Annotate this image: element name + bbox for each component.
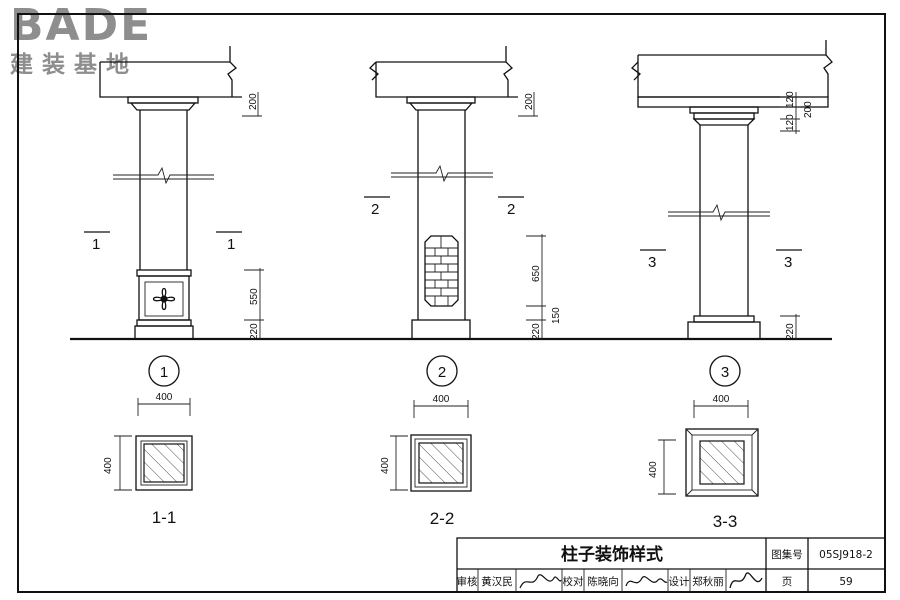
beam-2 <box>375 62 518 98</box>
dim-3-plinth: 220 <box>785 323 796 340</box>
detail-number-1: 1 <box>160 364 168 381</box>
section-mark-2-right: 2 <box>507 201 515 218</box>
section-mark-1-left: 1 <box>92 236 100 253</box>
plan-1-outline <box>135 435 193 491</box>
capital-2 <box>406 96 476 104</box>
design-name: 郑秋丽 <box>692 575 724 588</box>
break-line-2 <box>391 164 493 183</box>
plan-2-2: 400 400 2-2 <box>380 394 472 528</box>
drawing-title: 柱子装饰样式 <box>561 544 663 565</box>
detail-circle-2 <box>426 355 458 387</box>
section-mark-1-right: 1 <box>227 236 235 253</box>
dim-2-plinth: 220 <box>531 323 542 340</box>
designer-signature <box>729 572 763 589</box>
brick-panel-icon <box>424 235 459 307</box>
page-label: 页 <box>782 576 793 588</box>
dim-2-capital: 200 <box>524 93 535 110</box>
review-label: 审核 <box>457 575 478 588</box>
dim-3-upper: 120 <box>785 91 796 108</box>
dim-1-plinth: 220 <box>249 323 260 340</box>
atlas-number: 05SJ918-2 <box>819 549 873 561</box>
base-1 <box>136 269 192 277</box>
section-mark-3-right: 3 <box>784 254 792 271</box>
page-number: 59 <box>839 576 852 588</box>
dim-3-lower: 120 <box>785 114 796 131</box>
plan-1-label: 1-1 <box>152 508 177 527</box>
check-label: 校对 <box>563 575 584 588</box>
plan-3-height: 400 <box>648 461 659 478</box>
plan-1-1: 400 400 1-1 <box>103 392 193 527</box>
plan-2-height: 400 <box>380 457 391 474</box>
dim-2-gap: 150 <box>551 307 562 324</box>
detail-number-2: 2 <box>438 364 446 381</box>
checker-signature <box>625 576 668 587</box>
base-2 <box>411 319 471 340</box>
dim-1-capital: 200 <box>248 93 259 110</box>
capital-3 <box>689 106 759 114</box>
elevation-2: 2 2 200 650 150 220 <box>364 46 562 340</box>
plan-3-label: 3-3 <box>713 512 738 531</box>
logo-brand: BADE <box>10 0 153 51</box>
detail-circle-3 <box>709 355 741 387</box>
elevation-3: 3 3 120 120 200 220 <box>631 40 833 340</box>
plan-3-3: 400 400 3-3 <box>648 394 759 531</box>
base-3 <box>693 315 755 323</box>
review-name: 黄汉民 <box>481 575 513 588</box>
plan-1-width: 400 <box>156 392 173 403</box>
detail-number-3: 3 <box>721 364 729 381</box>
atlas-label: 图集号 <box>771 548 803 561</box>
detail-circle-1 <box>148 355 180 387</box>
plan-2-label: 2-2 <box>430 509 455 528</box>
plan-2-outline <box>410 434 472 492</box>
dim-3-total: 200 <box>803 101 814 118</box>
break-line-1 <box>113 166 214 185</box>
beam-1 <box>99 62 242 98</box>
elevation-1: 1 1 200 550 220 <box>84 46 264 340</box>
plan-3-width: 400 <box>713 394 730 405</box>
title-block: 柱子装饰样式 图集号 05SJ918-2 审核 黄汉民 校对 陈晓向 设计 郑秋… <box>456 537 886 593</box>
watermark-logo: BADE 建装基地 <box>10 4 152 80</box>
beam-3 <box>637 55 780 98</box>
sheet-border <box>17 13 886 593</box>
reviewer-signature <box>519 574 562 589</box>
capital-1 <box>127 96 199 104</box>
check-name: 陈晓向 <box>587 575 619 588</box>
design-label: 设计 <box>669 575 690 588</box>
plan-3-outline <box>685 428 759 497</box>
section-mark-2-left: 2 <box>371 201 379 218</box>
dim-2-panel: 650 <box>531 265 542 282</box>
logo-subtitle: 建装基地 <box>10 52 138 78</box>
dim-1-base: 550 <box>249 288 260 305</box>
plan-2-width: 400 <box>433 394 450 405</box>
plan-1-height: 400 <box>103 457 114 474</box>
break-line-3 <box>668 203 770 222</box>
section-mark-3-left: 3 <box>648 254 656 271</box>
